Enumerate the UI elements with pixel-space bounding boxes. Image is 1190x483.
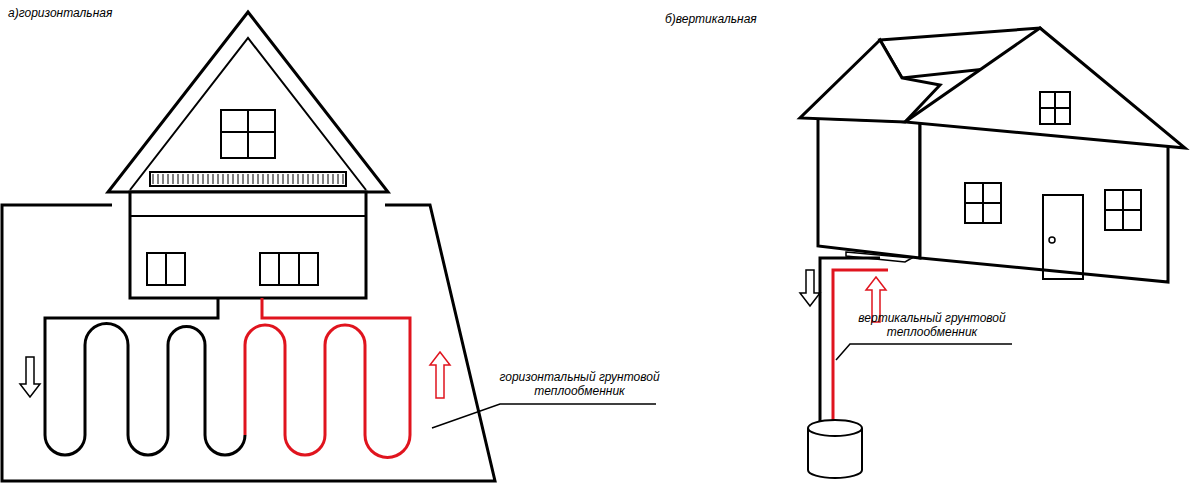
pipe-return xyxy=(833,270,888,424)
flow-arrow-down xyxy=(800,270,820,306)
borehole-tank xyxy=(808,420,862,478)
panel-title: а)горизонтальная xyxy=(8,6,112,20)
leader-line xyxy=(432,404,656,428)
part-label: вертикальный грунтовой теплообменник xyxy=(848,311,1016,339)
pipe-return xyxy=(245,298,410,458)
house xyxy=(800,28,1185,282)
leader-line xyxy=(836,344,1012,360)
part-label: горизонтальный грунтовой теплообменник xyxy=(492,370,667,398)
pipe-supply xyxy=(45,298,245,455)
panel-title: б)вертикальная xyxy=(665,12,757,26)
flow-arrow-up xyxy=(430,352,450,398)
flow-arrow-down xyxy=(20,357,40,397)
house xyxy=(108,12,388,298)
